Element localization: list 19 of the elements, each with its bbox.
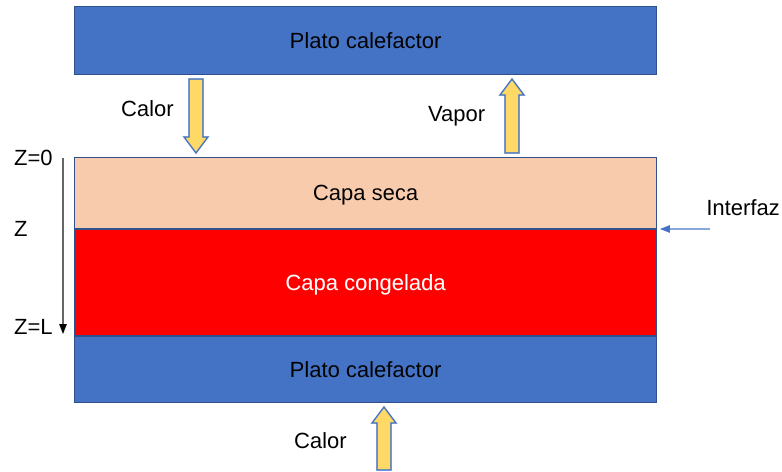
block-arrow xyxy=(498,78,526,154)
interface-label: Interfaz xyxy=(706,195,780,221)
frozen-layer xyxy=(74,229,657,336)
axis-label: Z=L xyxy=(14,314,53,340)
block-arrow xyxy=(370,406,398,471)
layer-label: Capa seca xyxy=(312,180,418,206)
leader-arrow xyxy=(660,225,710,233)
axis-label: Z xyxy=(14,216,28,242)
dry-layer xyxy=(74,157,657,229)
edge-label: Calor xyxy=(294,428,347,454)
edge-label: Calor xyxy=(121,96,174,122)
axis-label: Z=0 xyxy=(14,145,53,171)
block-arrow xyxy=(182,78,210,154)
layer-label: Capa congelada xyxy=(285,270,446,296)
layer-label: Plato calefactor xyxy=(290,28,442,54)
heating-plate xyxy=(74,6,657,75)
edge-label: Vapor xyxy=(428,101,486,127)
layer-label: Plato calefactor xyxy=(290,356,442,382)
heating-plate xyxy=(74,336,657,403)
